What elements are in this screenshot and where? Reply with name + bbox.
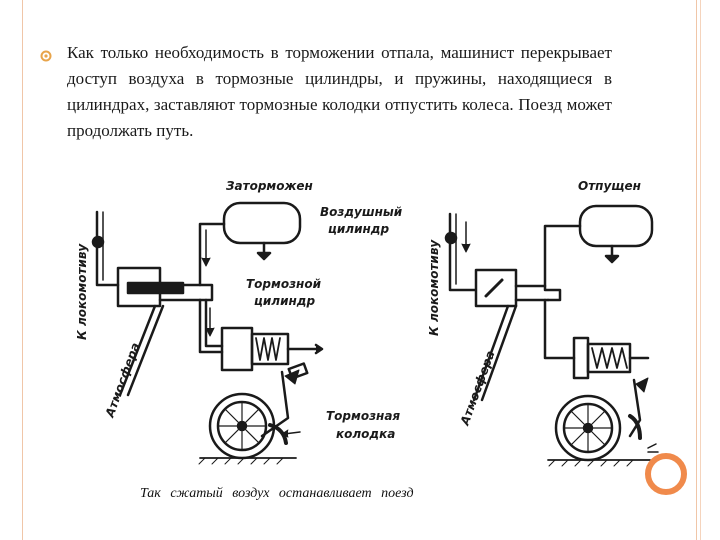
- left-wheel: [198, 392, 297, 465]
- right-brake-lever: [628, 378, 642, 438]
- right-pipe-brake: [543, 298, 576, 360]
- right-atm-label: Атмосфера: [457, 349, 497, 428]
- right-loco-pipe: [448, 212, 477, 292]
- left-state-label: Заторможен: [226, 179, 313, 193]
- left-brake-cyl-label-1: Тормозной: [246, 277, 322, 291]
- left-loco-pipe: [95, 210, 120, 287]
- right-atm-pipe: [472, 304, 518, 402]
- left-air-tank: [222, 201, 302, 261]
- left-diagram: [91, 201, 324, 465]
- right-wheel: [547, 394, 651, 467]
- left-air-tank-label-1: Воздушный: [320, 205, 403, 219]
- left-brake-lever: [260, 370, 290, 438]
- left-atm-pipe: [118, 304, 165, 397]
- right-brake-cylinder: [572, 336, 650, 380]
- diagram-caption: Так сжатый воздух останавливает поезд: [140, 486, 414, 501]
- right-diagram: [444, 204, 659, 467]
- left-air-tank-label-2: цилиндр: [328, 222, 389, 236]
- slide-frame-right: [696, 0, 697, 540]
- right-loco-valve-icon: [444, 231, 458, 245]
- left-loco-label: К локомотиву: [75, 243, 89, 340]
- slide-frame-right-inner: [700, 0, 701, 540]
- right-loco-label: К локомотиву: [427, 239, 441, 336]
- slide-frame-left: [22, 0, 23, 540]
- right-triple-valve: [474, 268, 550, 308]
- corner-decoration-icon: [645, 453, 687, 495]
- left-loco-valve-icon: [91, 235, 105, 249]
- body-paragraph: Как только необходимость в торможении от…: [67, 43, 612, 140]
- left-brake-shoe: [268, 423, 288, 445]
- left-pipe-brake: [198, 298, 224, 354]
- left-triple-valve: [116, 266, 202, 308]
- right-pipe-main: [543, 224, 582, 302]
- right-state-label: Отпущен: [578, 179, 641, 193]
- left-atm-label: Атмосфера: [102, 341, 142, 420]
- left-shoe-label-1: Тормозная: [326, 409, 400, 423]
- right-brake-shoe: [628, 414, 642, 440]
- left-brake-cyl-label-2: цилиндр: [254, 294, 315, 308]
- left-shoe-label-2: колодка: [336, 427, 395, 441]
- left-brake-cylinder: [220, 326, 324, 372]
- bullet-icon: [40, 50, 52, 62]
- right-air-tank: [578, 204, 654, 264]
- left-pipe-main: [198, 222, 226, 302]
